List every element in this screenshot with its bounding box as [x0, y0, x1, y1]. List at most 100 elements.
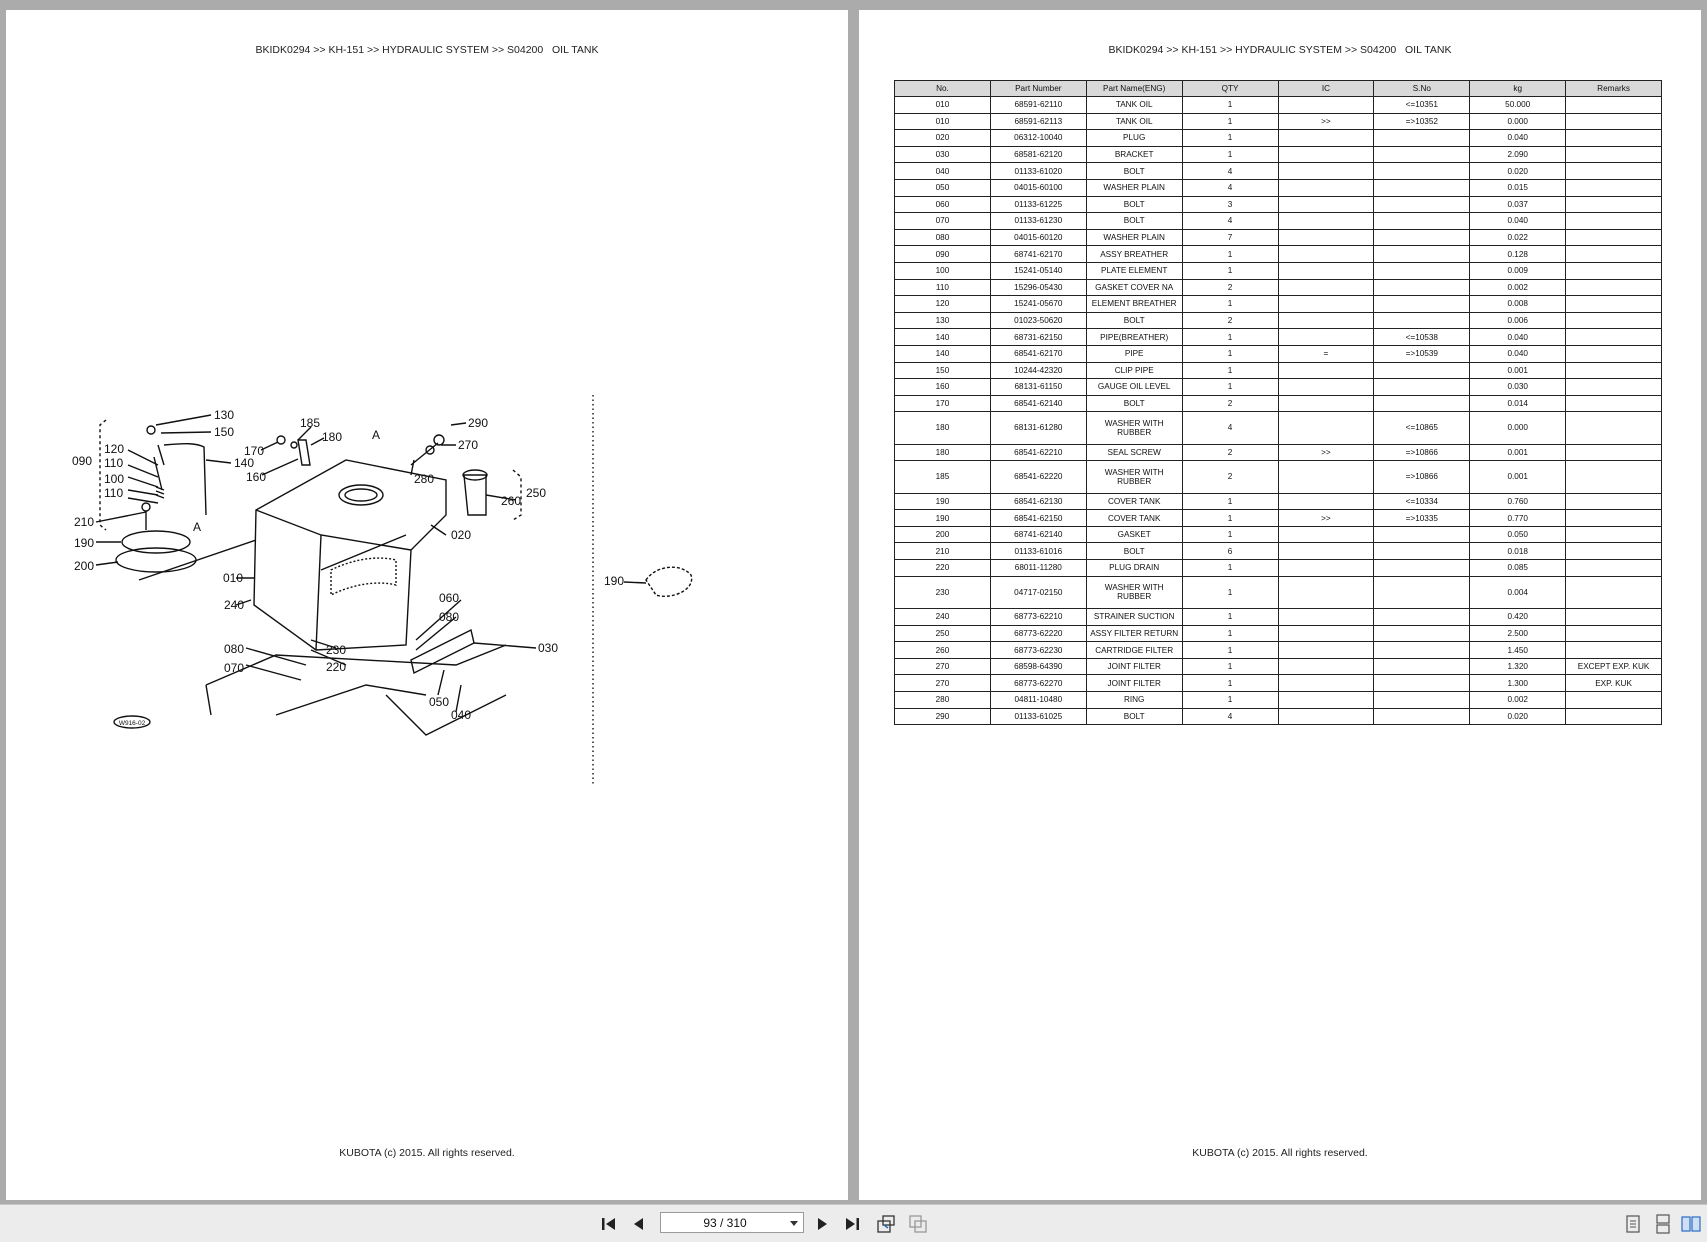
- cell-part-name: PLATE ELEMENT: [1085, 261, 1183, 280]
- callout-080b: 080: [224, 642, 244, 656]
- cell-part-number: 01023-50620: [989, 311, 1087, 330]
- cell-ic: [1277, 212, 1375, 230]
- cell-no: 090: [894, 245, 991, 263]
- cell-remarks: [1565, 112, 1662, 131]
- callout-040: 040: [451, 708, 471, 722]
- col-kg: kg: [1469, 80, 1567, 97]
- cell-qty: 1: [1181, 525, 1279, 544]
- cell-sno: =>10352: [1373, 112, 1471, 131]
- cell-qty: 1: [1181, 509, 1279, 527]
- cell-part-name: STRAINER SUCTION: [1085, 608, 1183, 626]
- cell-sno: [1373, 311, 1471, 330]
- cell-remarks: [1565, 195, 1662, 214]
- cell-no: 230: [894, 575, 991, 610]
- cell-qty: 1: [1181, 96, 1279, 114]
- cell-remarks: [1565, 344, 1662, 363]
- cell-sno: [1373, 624, 1471, 643]
- cell-no: 140: [894, 344, 991, 363]
- cell-kg: 0.770: [1469, 509, 1567, 527]
- cell-no: 070: [894, 212, 991, 230]
- cell-kg: 50.000: [1469, 96, 1567, 114]
- cell-sno: =>10866: [1373, 460, 1471, 494]
- cell-part-name: CLIP PIPE: [1085, 361, 1183, 380]
- cell-part-name: PLUG DRAIN: [1085, 559, 1183, 577]
- cell-part-number: 15241-05140: [989, 261, 1087, 280]
- callout-180: 180: [322, 430, 342, 444]
- cell-remarks: [1565, 492, 1662, 511]
- page-indicator: 93 / 310: [703, 1216, 747, 1230]
- page-footer: KUBOTA (c) 2015. All rights reserved.: [1192, 1147, 1368, 1159]
- cell-part-number: 68741-62140: [989, 525, 1087, 544]
- viewer-toolbar: 93 / 310: [0, 1204, 1707, 1242]
- callout-070: 070: [224, 661, 244, 675]
- callout-080: 080: [439, 610, 459, 624]
- cell-part-number: 68541-62140: [989, 394, 1087, 413]
- first-page-icon[interactable]: [598, 1213, 620, 1235]
- cell-remarks: [1565, 361, 1662, 380]
- cell-sno: <=10865: [1373, 411, 1471, 445]
- cell-qty: 1: [1181, 674, 1279, 692]
- callout-050: 050: [429, 695, 449, 709]
- cell-kg: 0.085: [1469, 559, 1567, 577]
- cell-sno: [1373, 559, 1471, 577]
- cell-qty: 2: [1181, 443, 1279, 462]
- cell-kg: 0.040: [1469, 328, 1567, 346]
- cell-part-number: 01133-61020: [989, 162, 1087, 180]
- last-page-icon[interactable]: [841, 1213, 863, 1235]
- callout-190: 190: [74, 536, 94, 550]
- cell-ic: [1277, 525, 1375, 544]
- fit-page-icon[interactable]: [907, 1213, 929, 1235]
- cell-kg: 0.760: [1469, 492, 1567, 511]
- page-number-selector[interactable]: 93 / 310: [660, 1212, 804, 1233]
- cell-qty: 4: [1181, 212, 1279, 230]
- cell-part-name: GASKET: [1085, 525, 1183, 544]
- cell-part-name: CARTRIDGE FILTER: [1085, 641, 1183, 659]
- cell-sno: [1373, 162, 1471, 180]
- callout-290: 290: [468, 416, 488, 430]
- cell-qty: 3: [1181, 195, 1279, 214]
- callout-a: A: [372, 428, 380, 442]
- cell-sno: =>10335: [1373, 509, 1471, 527]
- cell-kg: 0.002: [1469, 690, 1567, 709]
- cell-remarks: [1565, 509, 1662, 527]
- cell-remarks: [1565, 624, 1662, 643]
- cell-remarks: [1565, 525, 1662, 544]
- cell-ic: [1277, 96, 1375, 114]
- rotate-icon[interactable]: [875, 1213, 897, 1235]
- cell-kg: 0.015: [1469, 178, 1567, 197]
- prev-page-icon[interactable]: [628, 1213, 650, 1235]
- col-ic: IC: [1277, 80, 1375, 97]
- chevron-down-icon: [790, 1221, 798, 1226]
- cell-part-name: ASSY FILTER RETURN: [1085, 624, 1183, 643]
- cell-part-name: COVER TANK: [1085, 492, 1183, 511]
- cell-kg: 2.500: [1469, 624, 1567, 643]
- cell-remarks: [1565, 295, 1662, 313]
- cell-ic: [1277, 641, 1375, 659]
- cell-no: 170: [894, 394, 991, 413]
- continuous-view-icon[interactable]: [1652, 1213, 1674, 1235]
- cell-no: 220: [894, 559, 991, 577]
- cell-kg: 1.450: [1469, 641, 1567, 659]
- callout-270: 270: [458, 438, 478, 452]
- two-page-view-icon[interactable]: [1680, 1213, 1702, 1235]
- cell-part-name: RING: [1085, 690, 1183, 709]
- cell-part-number: 68773-62220: [989, 624, 1087, 643]
- callout-170: 170: [244, 444, 264, 458]
- callout-150: 150: [214, 425, 234, 439]
- cell-sno: [1373, 212, 1471, 230]
- single-page-view-icon[interactable]: [1622, 1213, 1644, 1235]
- cell-ic: [1277, 657, 1375, 676]
- next-page-icon[interactable]: [811, 1213, 833, 1235]
- cell-sno: [1373, 690, 1471, 709]
- cell-ic: [1277, 178, 1375, 197]
- parts-table: No. Part Number Part Name(ENG) QTY IC S.…: [894, 80, 1662, 726]
- callout-160: 160: [246, 470, 266, 484]
- cell-remarks: [1565, 641, 1662, 659]
- cell-remarks: EXP. KUK: [1565, 674, 1662, 692]
- cell-qty: 2: [1181, 394, 1279, 413]
